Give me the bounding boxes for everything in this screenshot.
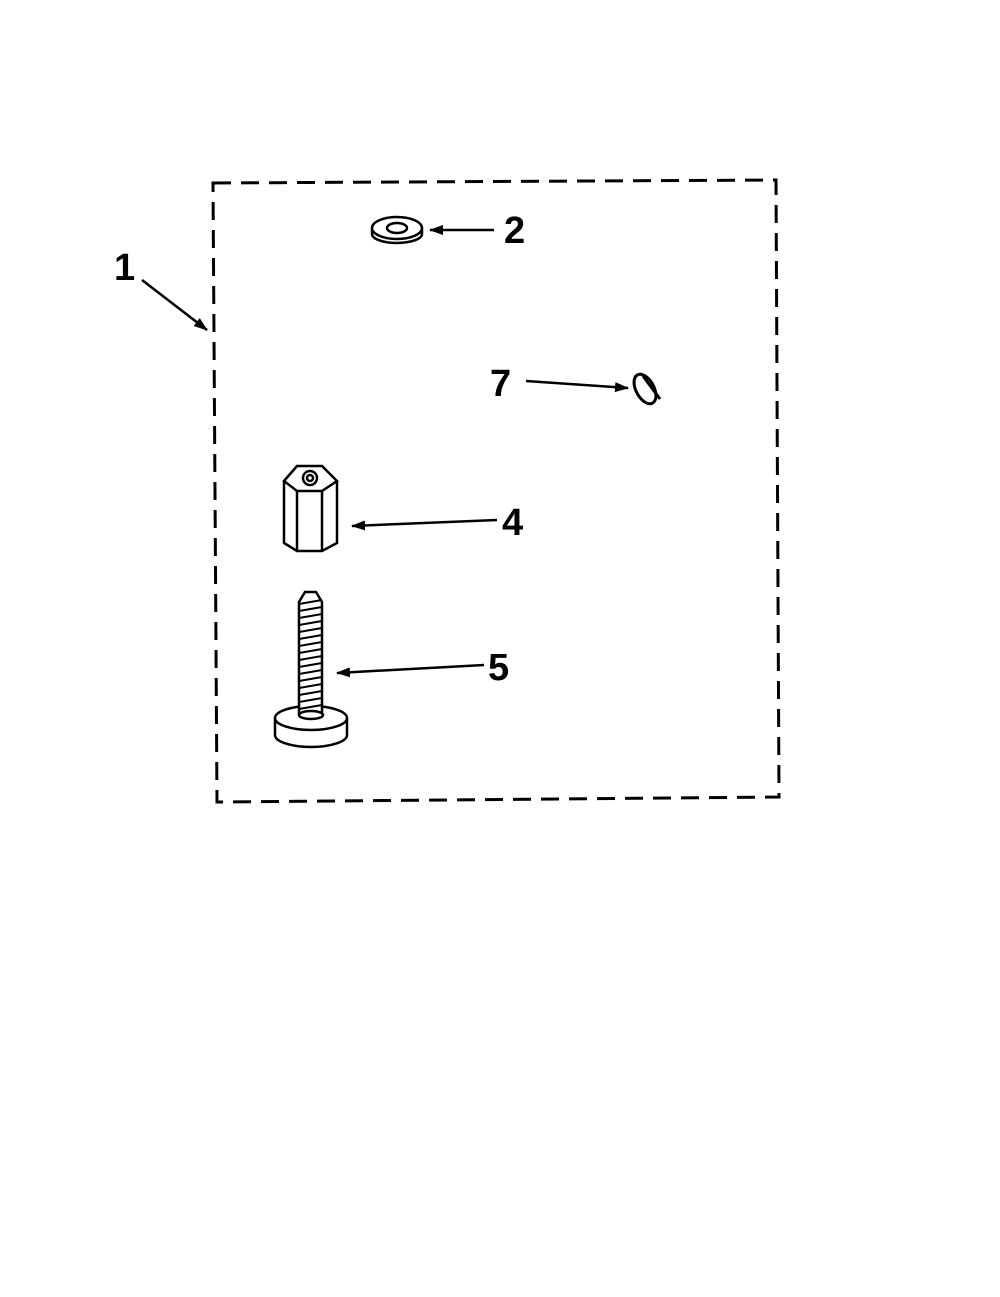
callout-7-label: 7	[490, 363, 511, 405]
callout-4-label: 4	[502, 502, 523, 544]
standoff-part	[282, 464, 339, 553]
callout-5-label: 5	[488, 647, 509, 689]
callout-5-leader	[336, 663, 485, 678]
callout-2-label: 2	[504, 210, 525, 252]
callout-1-leader	[141, 279, 208, 331]
callout-7-leader	[525, 379, 629, 393]
clip-part	[632, 372, 662, 406]
kit-boundary	[211, 178, 781, 804]
callout-1-label: 1	[114, 247, 135, 289]
callout-4-leader	[351, 518, 498, 531]
washer-part	[370, 215, 424, 245]
screw-part	[273, 590, 349, 749]
